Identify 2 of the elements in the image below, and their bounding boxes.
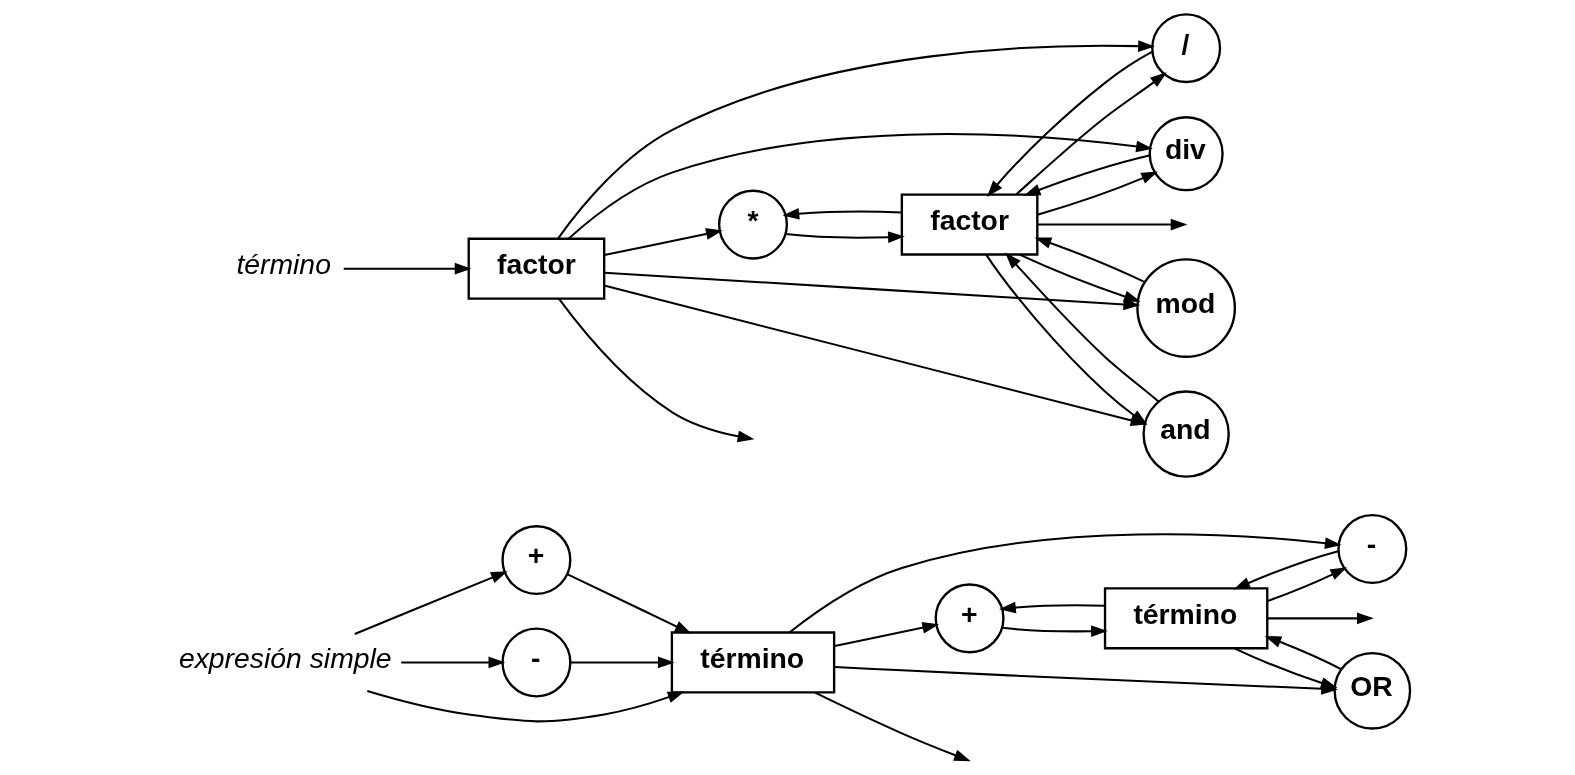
node-text: expresión simple [178,641,392,674]
node-text: término [235,248,331,281]
